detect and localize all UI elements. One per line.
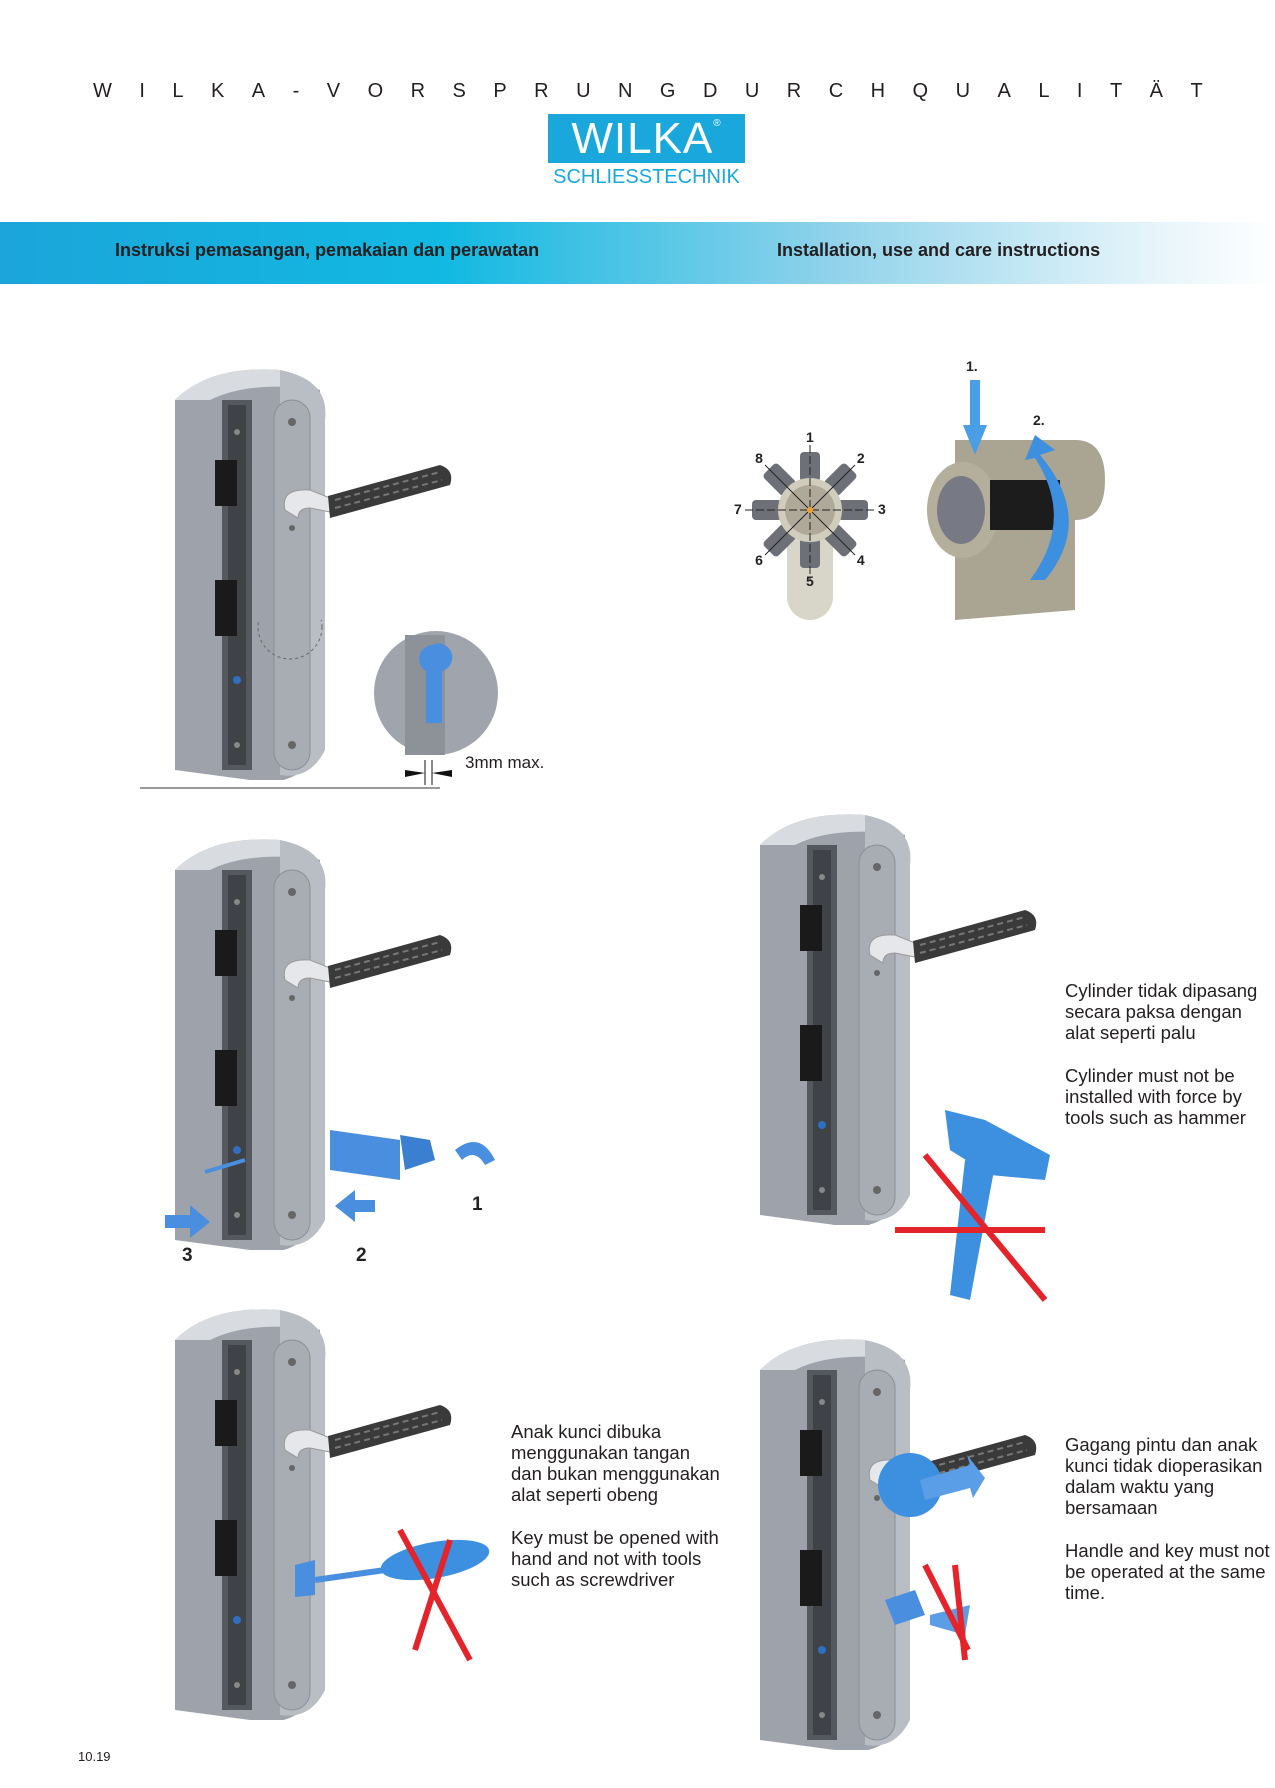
step-2-label: 2. bbox=[1033, 412, 1045, 428]
cam-position-label: 2 bbox=[856, 450, 865, 467]
cam-position-label: 3 bbox=[878, 501, 886, 517]
wilka-logo: WILKA® bbox=[548, 114, 745, 163]
tagline-letter: K bbox=[210, 80, 225, 102]
cylinder-illustration bbox=[927, 380, 1105, 620]
title-english: Installation, use and care instructions bbox=[777, 240, 1101, 260]
tagline-letter: C bbox=[828, 80, 844, 102]
tagline-letter: R bbox=[534, 80, 549, 102]
hammer-warning-english: Cylinder must not be installed with forc… bbox=[1065, 1065, 1246, 1128]
tagline-letter: V bbox=[326, 80, 341, 102]
simultaneous-warning-indonesian: Gagang pintu dan anak kunci tidak dioper… bbox=[1065, 1434, 1263, 1518]
logo-subtitle: SCHLIESSTECHNIK bbox=[553, 166, 740, 188]
measurement-label: 3mm max. bbox=[465, 753, 545, 772]
door-illustration-4 bbox=[170, 1300, 460, 1725]
cam-position-label: 4 bbox=[856, 551, 865, 568]
cam-spoke bbox=[838, 500, 868, 520]
door-illustration-1 bbox=[170, 360, 460, 785]
tagline-letter: U bbox=[576, 80, 591, 102]
tagline-letter: I bbox=[1076, 80, 1083, 102]
tagline-letter: W bbox=[93, 80, 112, 102]
tagline-letter: T bbox=[1190, 80, 1203, 102]
tagline-letter: U bbox=[744, 80, 760, 102]
cam-position-diagram bbox=[745, 445, 875, 620]
tagline-letter: A bbox=[997, 80, 1011, 102]
tagline-letter: R bbox=[410, 80, 426, 102]
cam-position-label: 1 bbox=[806, 429, 814, 445]
logo-text: WILKA bbox=[571, 114, 714, 163]
step-1-label: 1 bbox=[472, 1194, 483, 1215]
title-band bbox=[0, 222, 1275, 284]
cam-position-label: 7 bbox=[734, 501, 742, 517]
tagline-letter: O bbox=[367, 80, 384, 102]
cam-position-label: 6 bbox=[755, 551, 763, 568]
tagline-letter: G bbox=[659, 80, 676, 102]
step-1-label: 1. bbox=[966, 358, 978, 374]
tagline-letter: T bbox=[1109, 80, 1123, 102]
screwdriver-warning-english: Key must be opened with hand and not wit… bbox=[511, 1527, 719, 1590]
screwdriver-prohibited-icon bbox=[295, 1528, 490, 1662]
tagline-letter: D bbox=[702, 80, 718, 102]
tagline-letter: Q bbox=[912, 80, 929, 102]
tagline-letter: A bbox=[251, 80, 266, 102]
hammer-prohibited-icon bbox=[895, 1110, 1050, 1302]
cylinder-insertion-illustration bbox=[165, 1130, 495, 1238]
tagline-letter: N bbox=[617, 80, 633, 102]
door-illustration-2 bbox=[170, 830, 460, 1255]
registered-mark: ® bbox=[713, 118, 722, 129]
door-illustration-5 bbox=[755, 1330, 1045, 1755]
tagline-letter: H bbox=[870, 80, 886, 102]
tagline-letter: I bbox=[139, 80, 145, 102]
cam-position-label: 5 bbox=[806, 573, 814, 589]
handle-key-prohibited-icon bbox=[878, 1453, 985, 1661]
door-illustration-3 bbox=[755, 805, 1045, 1230]
title-indonesian: Instruksi pemasangan, pemakaian dan pera… bbox=[115, 240, 540, 260]
step-3-label: 3 bbox=[182, 1245, 193, 1266]
tagline-letter: U bbox=[955, 80, 971, 102]
cam-spoke bbox=[800, 538, 820, 568]
tagline-letter: - bbox=[292, 80, 300, 102]
tagline-letter: L bbox=[172, 80, 184, 102]
tagline-letter: L bbox=[1038, 80, 1050, 102]
page-number: 10.19 bbox=[78, 1749, 111, 1764]
tagline-letter: S bbox=[452, 80, 466, 102]
tagline-letter: Ä bbox=[1149, 80, 1163, 102]
tagline-letter: R bbox=[786, 80, 802, 102]
hammer-warning-indonesian: Cylinder tidak dipasang secara paksa den… bbox=[1065, 980, 1258, 1043]
tagline-letter: P bbox=[493, 80, 507, 102]
screwdriver-warning-indonesian: Anak kunci dibuka menggunakan tangan dan… bbox=[511, 1421, 720, 1505]
cylinder-detail-illustration bbox=[140, 620, 498, 789]
step-2-label: 2 bbox=[356, 1245, 367, 1266]
simultaneous-warning-english: Handle and key must not be operated at t… bbox=[1065, 1540, 1270, 1603]
cam-position-label: 8 bbox=[755, 450, 763, 467]
